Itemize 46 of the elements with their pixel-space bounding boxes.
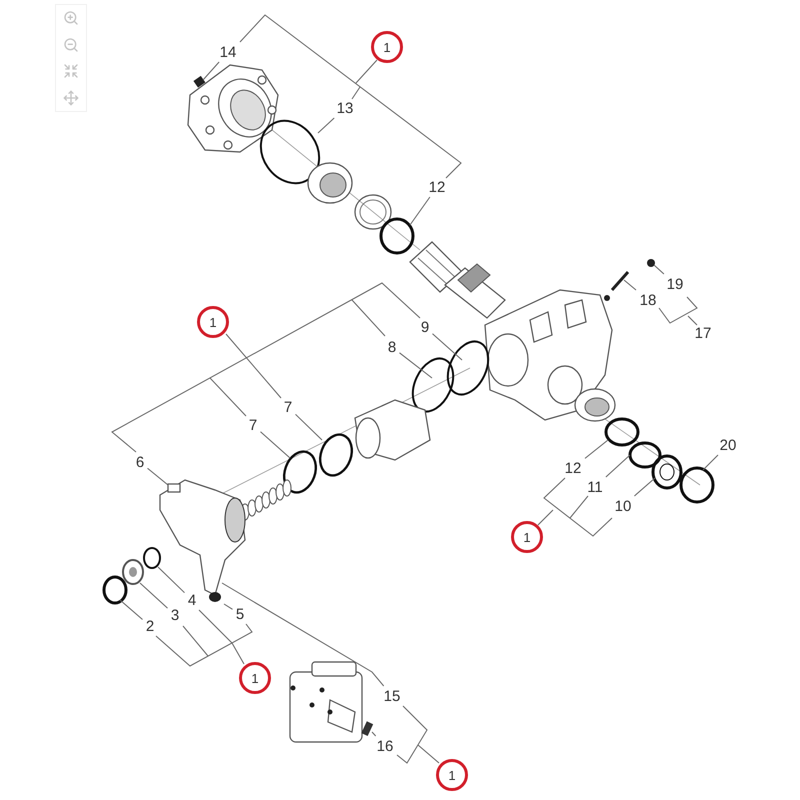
callout-number: 6: [134, 453, 146, 471]
callout-number: 3: [168, 606, 182, 624]
leader-line: [318, 118, 335, 134]
leader-line: [224, 604, 233, 610]
leader-line: [584, 440, 608, 459]
callout-number: 17: [692, 324, 714, 342]
leader-line: [147, 468, 168, 486]
leader-line: [624, 280, 636, 290]
callout-number: 13: [334, 99, 356, 117]
callout-number: 20: [717, 436, 739, 454]
callout-number: 18: [637, 291, 659, 309]
leader-line: [260, 431, 290, 458]
leader-line: [222, 582, 384, 686]
leader-line: [432, 333, 462, 360]
leader-line: [158, 566, 185, 594]
callout-number: 7: [246, 416, 260, 434]
callout-number: 4: [186, 591, 198, 609]
leader-line: [605, 454, 630, 478]
callout-number: 12: [562, 459, 584, 477]
callout-number: 1: [239, 662, 271, 694]
leader-line: [702, 454, 718, 470]
callout-number: 1: [436, 759, 468, 791]
callout-number: 16: [374, 737, 396, 755]
leader-line: [140, 582, 168, 609]
leader-line: [634, 478, 656, 496]
callout-number: 8: [386, 338, 398, 356]
leader-line: [399, 352, 432, 378]
callout-number: 7: [282, 398, 294, 416]
leader-line: [202, 62, 220, 80]
callout-number: 14: [217, 43, 239, 61]
callout-number: 1: [197, 306, 229, 338]
leader-line: [295, 414, 322, 440]
leader-line: [654, 264, 664, 274]
callout-number: 2: [144, 617, 156, 635]
leader-line: [120, 600, 143, 620]
callout-number: 12: [426, 178, 448, 196]
callout-number: 1: [511, 521, 543, 553]
callout-number: 10: [612, 497, 634, 515]
callout-number: 5: [234, 605, 246, 623]
leader-line: [372, 732, 376, 736]
callout-number: 1: [371, 31, 403, 63]
leader-line: [410, 196, 430, 226]
callout-number: 9: [418, 318, 432, 336]
callout-number: 19: [664, 275, 686, 293]
callout-number: 11: [584, 478, 606, 496]
callout-number: 15: [381, 687, 403, 705]
